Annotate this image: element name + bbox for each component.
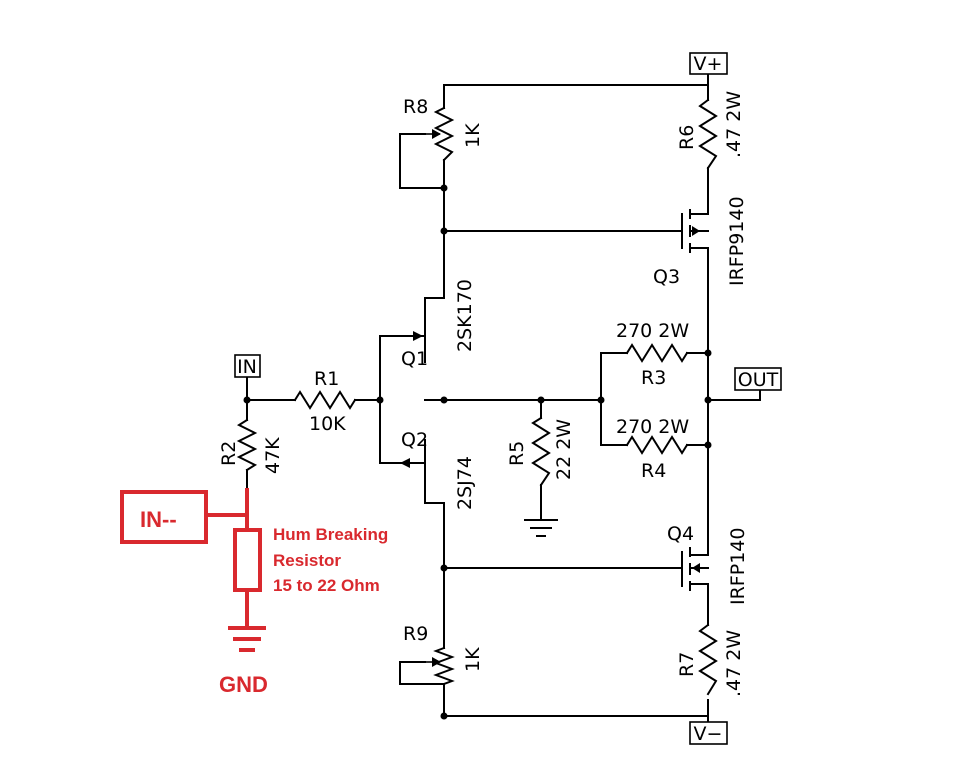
r8-value: 1K [462, 123, 484, 148]
out-label: OUT [738, 369, 779, 391]
mosfet-q4 [681, 547, 709, 591]
r6-value: .47 2W [723, 91, 745, 158]
r3-ref: R3 [641, 367, 666, 389]
port-out: OUT [734, 367, 782, 391]
resistor-r4 [625, 435, 689, 455]
r4-ref: R4 [641, 460, 666, 482]
q1-ref: Q1 [401, 348, 428, 370]
jfet-q1 [397, 297, 426, 363]
q3-part: IRFP9140 [726, 196, 748, 286]
r5-value: 22 2W [553, 419, 575, 480]
r3-value: 270 2W [616, 320, 689, 342]
trimmer-r9 [425, 646, 455, 686]
q2-ref: Q2 [401, 429, 428, 451]
q4-part: IRFP140 [727, 528, 749, 605]
hum-breaking-annotation: IN-- Hum Breaking Resistor 15 to 22 Ohm … [120, 488, 388, 697]
in-minus-label: IN-- [140, 507, 177, 532]
in-label: IN [237, 356, 257, 378]
r1-value: 10K [309, 413, 346, 435]
vplus-label: V+ [694, 53, 723, 75]
q2-part: 2SJ74 [454, 456, 476, 510]
q3-ref: Q3 [653, 266, 680, 288]
port-in: IN [234, 354, 261, 378]
q1-part: 2SK170 [454, 279, 476, 352]
resistor-r7 [698, 623, 718, 696]
jfet-q2 [397, 439, 426, 504]
resistor-note-line2: Resistor [273, 551, 341, 570]
port-vminus: V− [689, 721, 728, 745]
r9-value: 1K [462, 647, 484, 672]
r9-ref: R9 [403, 623, 428, 645]
r4-value: 270 2W [616, 416, 689, 438]
component-labels: R8 1K R6 .47 2W IRFP9140 Q3 2SK170 Q1 Q2… [218, 91, 749, 697]
resistor-r2 [236, 418, 258, 472]
ground-symbol [524, 519, 558, 537]
r2-ref: R2 [218, 441, 240, 466]
r5-ref: R5 [506, 441, 528, 466]
r6-ref: R6 [676, 125, 698, 150]
q4-ref: Q4 [667, 523, 694, 545]
junction-dots [243, 184, 712, 720]
r1-ref: R1 [314, 368, 339, 390]
r7-value: .47 2W [723, 630, 745, 697]
r7-ref: R7 [676, 652, 698, 677]
resistor-r5 [531, 416, 551, 487]
r8-ref: R8 [403, 96, 428, 118]
resistor-note-line3: 15 to 22 Ohm [273, 576, 380, 595]
port-vplus: V+ [689, 52, 728, 75]
resistor-note-line1: Hum Breaking [273, 525, 388, 544]
mosfet-q3 [681, 209, 709, 253]
vminus-label: V− [694, 723, 723, 745]
resistor-r3 [625, 343, 689, 363]
resistor-r1 [293, 390, 357, 410]
r2-value: 47K [262, 437, 284, 474]
gnd-label: GND [219, 672, 268, 697]
resistor-r6 [698, 98, 718, 170]
trimmer-r8 [425, 106, 455, 162]
